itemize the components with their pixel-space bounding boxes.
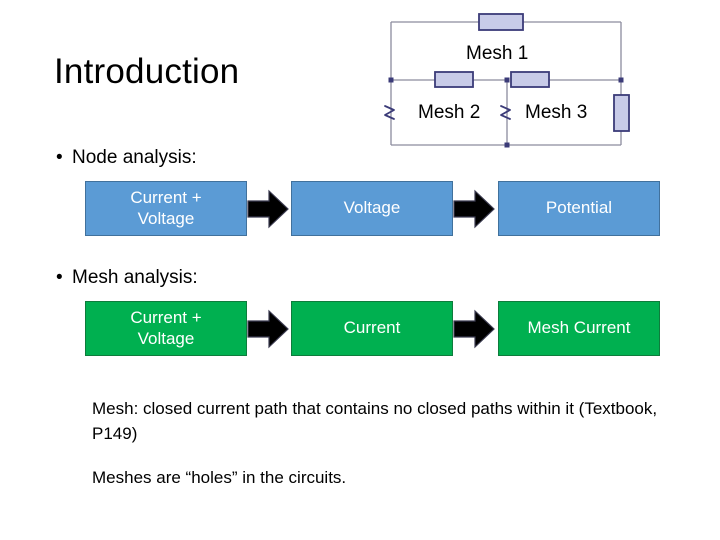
flow-box-potential[interactable]: Potential (498, 181, 660, 236)
flow-box-line2: Voltage (137, 328, 195, 348)
resistor-mid-right (510, 71, 550, 88)
mesh-holes-text: Meshes are “holes” in the circuits. (92, 468, 347, 487)
mesh-analysis-flow: Current + Voltage Current Mesh Current (85, 301, 660, 356)
bullet-node-analysis-label: Node analysis: (72, 147, 197, 168)
flow-gap (453, 309, 498, 349)
page-title: Introduction (54, 52, 240, 91)
resistor-mid-left (434, 71, 474, 88)
right-arrow-icon (453, 189, 495, 229)
source-zigzag-left (384, 105, 395, 120)
flow-gap (247, 309, 291, 349)
resistor-top (478, 13, 524, 31)
bullet-marker-icon: • (56, 147, 63, 168)
flow-box-line1: Current (343, 318, 401, 338)
node-analysis-flow: Current + Voltage Voltage Potential (85, 181, 660, 236)
flow-box-line1: Mesh Current (527, 318, 631, 338)
mesh-1-label: Mesh 1 (466, 43, 529, 64)
flow-box-line1: Voltage (343, 198, 401, 218)
resistor-right-vertical (613, 94, 630, 132)
bullet-marker-icon: • (56, 267, 63, 288)
flow-gap (453, 189, 498, 229)
flow-box-line1: Current + (130, 307, 202, 327)
flow-box-current[interactable]: Current (291, 301, 453, 356)
right-arrow-icon (453, 309, 495, 349)
bullet-node-analysis: • Node analysis: (56, 147, 197, 169)
flow-box-current-voltage-node[interactable]: Current + Voltage (85, 181, 247, 236)
bullet-mesh-analysis-label: Mesh analysis: (72, 267, 198, 288)
flow-box-current-voltage-mesh[interactable]: Current + Voltage (85, 301, 247, 356)
right-arrow-icon (247, 189, 289, 229)
circuit-diagram: Mesh 1 Mesh 2 Mesh 3 (380, 10, 642, 160)
node-dots (388, 77, 624, 148)
mesh-2-label: Mesh 2 (418, 102, 481, 123)
flow-box-voltage[interactable]: Voltage (291, 181, 453, 236)
flow-box-line1: Potential (545, 198, 613, 218)
right-arrow-icon (247, 309, 289, 349)
flow-box-line2: Voltage (137, 208, 195, 228)
flow-gap (247, 189, 291, 229)
mesh-3-label: Mesh 3 (525, 102, 588, 123)
mesh-definition-text: Mesh: closed current path that contains … (92, 399, 658, 443)
source-zigzag-middle (500, 105, 511, 120)
bullet-mesh-analysis: • Mesh analysis: (56, 267, 198, 289)
flow-box-line1: Current + (130, 187, 202, 207)
flow-box-mesh-current[interactable]: Mesh Current (498, 301, 660, 356)
